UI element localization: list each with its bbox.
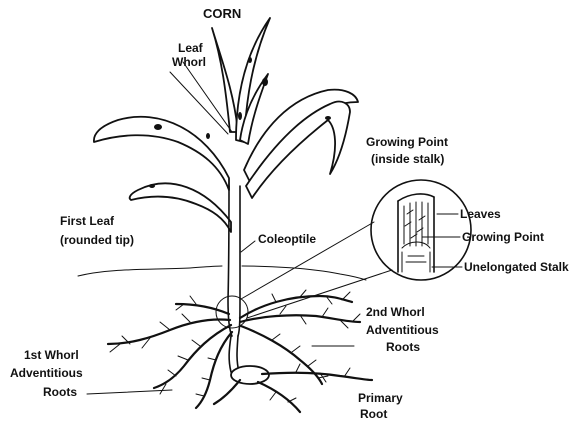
label-second-whorl-line3: Roots (386, 340, 420, 354)
label-first-leaf-line1: First Leaf (60, 214, 115, 228)
label-leaf-whorl-line1: Leaf (178, 41, 204, 55)
inner-leaves-hatching (404, 202, 428, 246)
soil-line (78, 266, 366, 280)
label-second-whorl-line1: 2nd Whorl (366, 305, 425, 319)
label-first-leaf-line2: (rounded tip) (60, 233, 134, 247)
mesocotyl (229, 336, 239, 372)
magnified-inset (371, 180, 471, 280)
left-tall-leaf (212, 28, 238, 132)
title: CORN (203, 6, 241, 21)
first-leaf (130, 183, 231, 232)
label-second-whorl-line2: Adventitious (366, 323, 439, 337)
label-leaf-whorl-line2: Whorl (172, 55, 206, 69)
label-primary-root-line1: Primary (358, 391, 403, 405)
first-whorl-roots (108, 296, 232, 408)
magnified-circle (371, 180, 471, 280)
label-primary-root-line2: Root (360, 407, 387, 421)
label-first-whorl-line1: 1st Whorl (24, 348, 79, 362)
label-growing-point-inside-line2: (inside stalk) (371, 152, 444, 166)
label-leaves: Leaves (460, 207, 501, 221)
label-growing-point-inside-line1: Growing Point (366, 135, 448, 149)
label-first-whorl-line3: Roots (43, 385, 77, 399)
label-first-whorl-line2: Adventitious (10, 366, 83, 380)
label-growing-point: Growing Point (462, 230, 544, 244)
label-unelongated-stalk: Unelongated Stalk (464, 260, 569, 274)
label-coleoptile: Coleoptile (258, 232, 316, 246)
labels: CORN Leaf Whorl Growing Point (inside st… (10, 6, 569, 421)
leaves (94, 18, 358, 232)
